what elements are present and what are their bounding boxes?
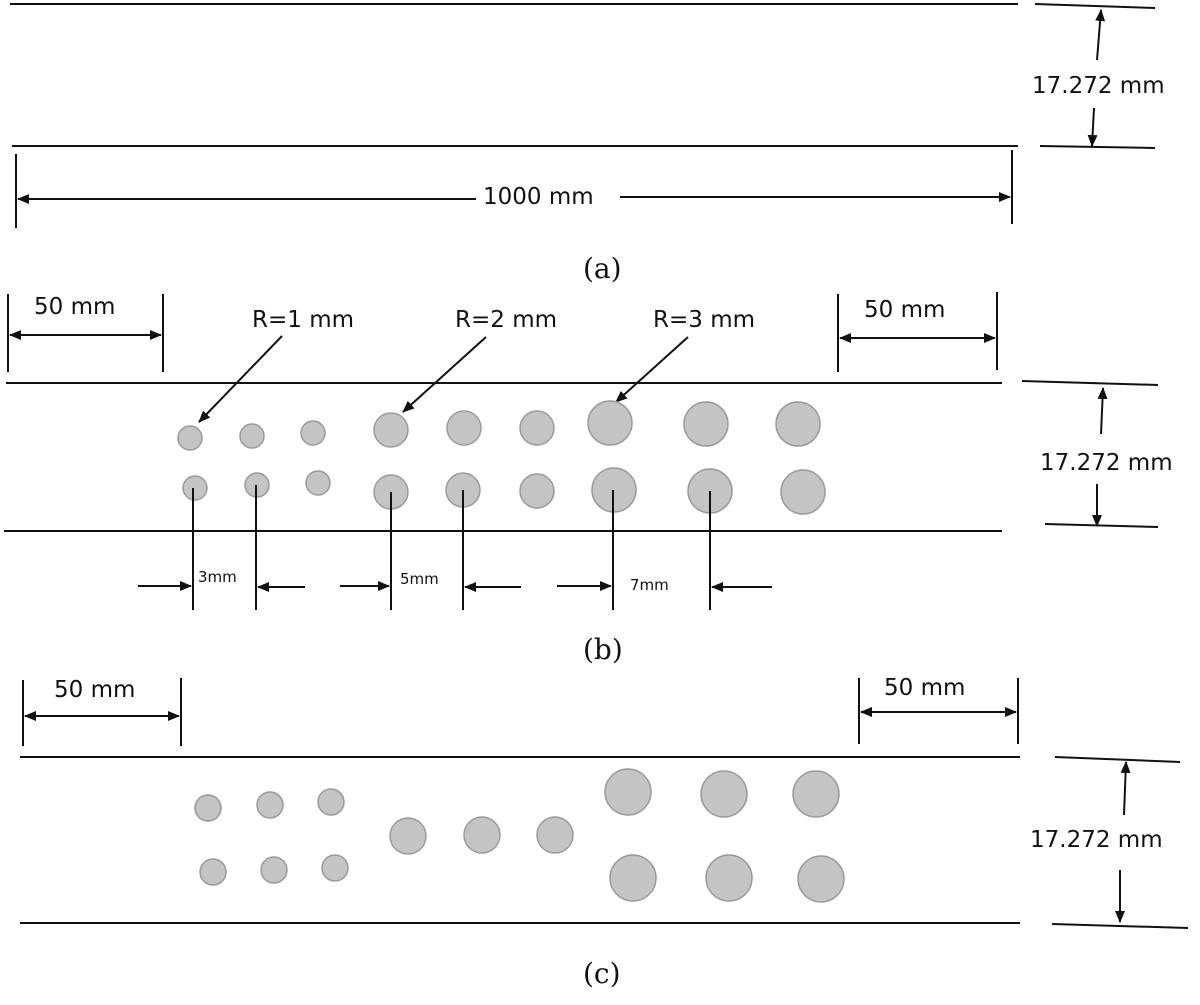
panel-a-height-ext-top — [1034, 3, 1156, 9]
panel-b-hole-r3-3 — [775, 401, 821, 447]
panel-c-hole-medium-1 — [389, 817, 427, 855]
panel-b-right-margin-label: 50 mm — [864, 297, 945, 323]
panel-c-height-label: 17.272 mm — [1030, 827, 1163, 853]
panel-c-right-margin-label: 50 mm — [884, 675, 965, 701]
panel-a-caption: (a) — [583, 252, 622, 285]
panel-b-left-margin-label: 50 mm — [34, 294, 115, 320]
panel-c-hole-large-5 — [705, 854, 753, 902]
panel-c-hole-large-6 — [797, 855, 845, 903]
panel-b-hole-r2-3 — [519, 410, 555, 446]
panel-c: 50 mm 50 mm 17.272 mm (c) — [20, 675, 1189, 990]
panel-c-hole-large-1 — [604, 768, 652, 816]
panel-c-height-ext-bottom — [1051, 923, 1189, 929]
panel-c-hole-small-4 — [199, 858, 227, 886]
panel-c-hole-small-5 — [260, 856, 288, 884]
panel-b-hole-r3-6 — [780, 469, 826, 515]
panel-c-height-ext-top — [1054, 756, 1181, 763]
panel-b-hole-r1-4 — [182, 475, 208, 501]
panel-b-spacing-label-2: 5mm — [400, 570, 439, 588]
panel-c-height-arrow-up — [1120, 761, 1131, 816]
panel-c-hole-medium-3 — [536, 816, 574, 854]
panel-b-height-ext-bottom — [1044, 523, 1159, 528]
panel-c-hole-medium-2 — [463, 816, 501, 854]
panel-a: 17.272 mm 1000 mm (a) — [10, 3, 1165, 285]
panel-b-hole-r2-2 — [446, 410, 482, 446]
panel-c-hole-large-3 — [792, 770, 840, 818]
panel-b-radius-label-3: R=3 mm — [653, 307, 755, 333]
panel-a-height-ext-bottom — [1039, 145, 1156, 149]
panel-b-height-label: 17.272 mm — [1040, 450, 1173, 476]
panel-b-radius-label-2: R=2 mm — [455, 307, 557, 333]
panel-b-hole-r3-1 — [587, 400, 633, 446]
panel-c-hole-large-4 — [609, 854, 657, 902]
panel-b-height-arrow-up — [1097, 387, 1108, 435]
panel-b-radius-label-1: R=1 mm — [252, 307, 354, 333]
panel-b-hole-r1-1 — [177, 425, 203, 451]
panel-c-hole-large-2 — [700, 770, 748, 818]
panel-c-hole-small-1 — [194, 794, 222, 822]
panel-a-height-label: 17.272 mm — [1032, 73, 1165, 99]
panel-b-hole-r2-1 — [373, 412, 409, 448]
panel-c-left-margin-label: 50 mm — [54, 677, 135, 703]
panel-c-hole-small-3 — [317, 788, 345, 816]
panel-b-radius-leader-3 — [615, 336, 689, 403]
panel-b-radius-leader-1 — [198, 335, 283, 423]
panel-b: 50 mm 50 mm R=1 mm R=2 mm R=3 mm — [4, 292, 1173, 666]
panel-b-hole-r1-3 — [300, 420, 326, 446]
panel-b-caption: (b) — [583, 633, 623, 666]
panel-b-spacing-label-3: 7mm — [630, 576, 669, 594]
panel-b-radius-leader-2 — [402, 336, 487, 413]
panel-c-caption: (c) — [583, 957, 621, 990]
panel-b-height-ext-top — [1021, 380, 1159, 386]
panel-c-hole-small-2 — [256, 791, 284, 819]
panel-a-length-label: 1000 mm — [483, 184, 594, 210]
panel-c-hole-small-6 — [321, 854, 349, 882]
panel-b-hole-r1-6 — [305, 470, 331, 496]
panel-b-hole-r2-6 — [519, 473, 555, 509]
panel-b-hole-r3-2 — [683, 401, 729, 447]
panel-b-hole-r1-2 — [239, 423, 265, 449]
panel-a-height-arrow-up — [1095, 9, 1106, 61]
panel-a-height-arrow-down — [1087, 107, 1098, 147]
panel-b-spacing-label-1: 3mm — [198, 568, 237, 586]
